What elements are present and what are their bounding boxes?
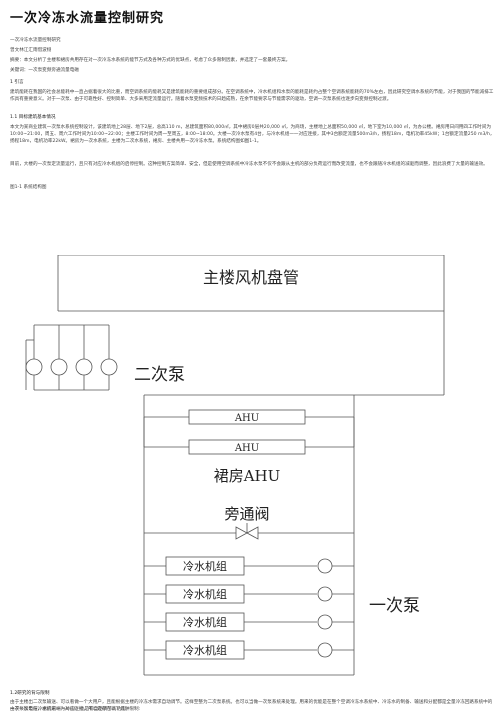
page-title: 一次冷冻水流量控制研究 [10, 11, 165, 26]
primary-pump-label: 一次泵 [369, 596, 420, 616]
secondary-pump-icon [75, 358, 93, 376]
ahu-label: AHU [234, 413, 259, 424]
section-paragraph: 本文为某商业建筑一次泵水系统控制设计，该建筑地上28层、地下2层，总高110 m… [10, 125, 495, 144]
bypass-valve-icon [144, 523, 354, 540]
primary-pump-icon [317, 642, 333, 658]
chiller-row: 冷水机组 [144, 584, 354, 604]
article-keywords: 关键词：一次泵变频旁通流量电磁 [10, 68, 79, 73]
secondary-pump-icon [50, 358, 68, 376]
chiller-label: 冷水机组 [183, 615, 227, 629]
main-coil-label: 主楼风机盘管 [203, 268, 299, 287]
chiller-label: 冷水机组 [183, 587, 227, 601]
secondary-pump-label: 二次泵 [134, 365, 185, 385]
after-paragraph-1: 由于主楼出二次泵输送、可以看做一个大用户，且能根据主楼的冷冻水需求自动调节。这样… [10, 700, 493, 712]
intro-heading: 1 引言 [10, 80, 24, 85]
after-paragraph-2: 由于一次泵与冷水机组一一对应连接，所以还存在以下几种限制: [10, 707, 141, 712]
article-author: 曾文林江汇雨借波栩 [10, 48, 52, 53]
bypass-valve-label: 旁通阀 [224, 505, 269, 523]
ahu-label: AHU [234, 443, 259, 454]
chiller-row: 冷水机组 [144, 556, 354, 576]
chiller-label: 冷水机组 [183, 559, 227, 573]
after-heading: 1.2研究的背与限制 [10, 691, 50, 696]
system-structure-diagram: 主楼风机盘管 二次泵 AHU AHU [25, 255, 445, 676]
primary-pump-icon [317, 614, 333, 630]
secondary-pump-group [25, 324, 118, 391]
podium-ahu-label: 裙房AHU [214, 467, 281, 485]
primary-pump-icon [317, 558, 333, 574]
primary-pump-icon [317, 586, 333, 602]
chiller-row: 冷水机组 [144, 612, 354, 632]
section-heading: 1.1 目标建筑基本情况 [10, 115, 56, 120]
status-paragraph: 目前，大楼的一次泵定流量运行，且只有对应冷水机组的启停控制。这种控制方案简单、安… [10, 162, 488, 167]
secondary-pump-icon [25, 358, 43, 376]
intro-paragraph: 建筑能耗在我国的社会总能耗中一直占据着很大的比重，而空调系统的能耗又是建筑能耗的… [10, 90, 494, 102]
chiller-row: 冷水机组 [144, 640, 354, 660]
figure-caption: 图1-1 系统结构图 [10, 185, 47, 190]
article-subtitle: 一次冷冻水流量控制研究 [10, 38, 61, 43]
chiller-label: 冷水机组 [183, 643, 227, 657]
secondary-pump-icon [100, 358, 118, 376]
article-abstract: 摘要：本文分析了主楼和裙房共用存在对一次冷冻水系统的能节方式及各种方式的优缺点，… [10, 58, 291, 63]
